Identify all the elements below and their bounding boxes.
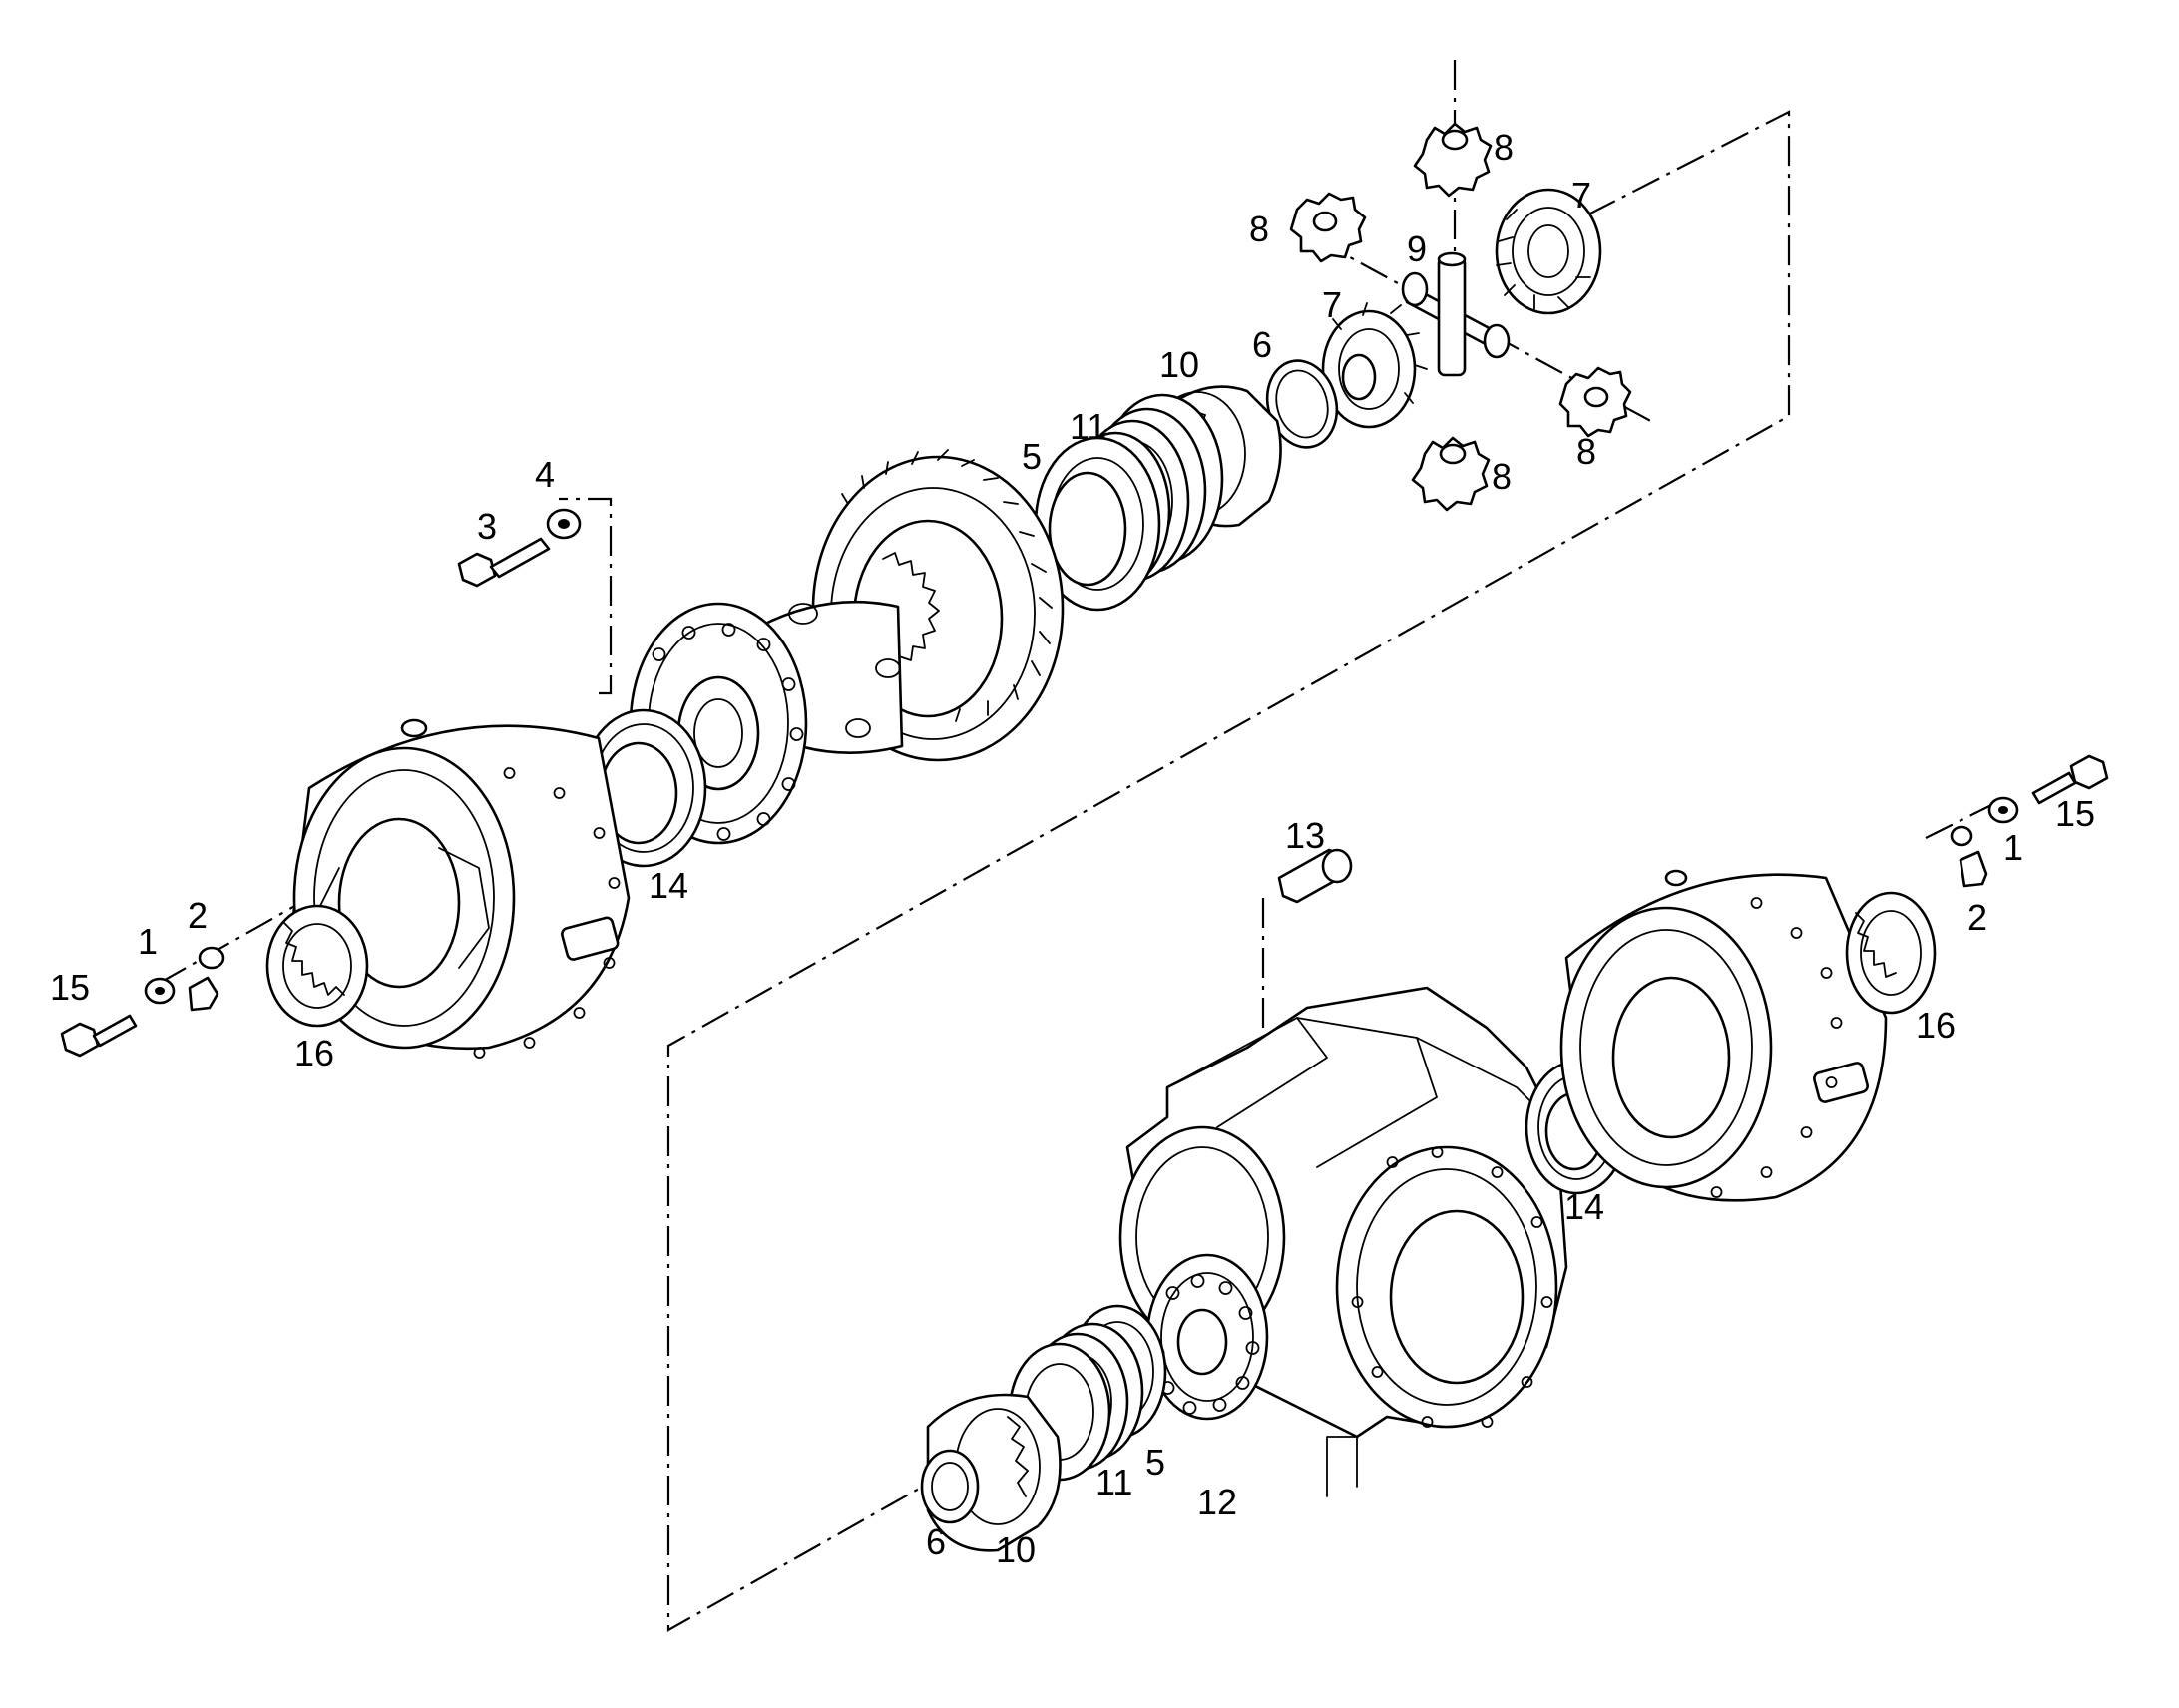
adjusting-nut-left [265,904,369,1028]
lock-plate-2-right [1950,825,1988,888]
pinion-right [1558,366,1632,438]
pinion-bottom [1411,436,1491,512]
label-5-top: 5 [1022,436,1042,477]
label-10-top: 10 [1159,344,1199,385]
side-gear-upper [1495,188,1602,315]
bolt-15-right [2031,754,2109,805]
label-14-top: 14 [649,865,688,906]
label-7-lower: 7 [1322,284,1342,325]
washer-1-right [1987,796,2019,824]
label-15-right: 15 [2055,793,2095,834]
label-1-left: 1 [138,921,158,962]
pinion-left [1289,192,1367,263]
label-15-left: 15 [50,967,90,1008]
label-1-right: 1 [2003,827,2023,868]
thrust-ring-top [1034,436,1161,612]
bolt-15-left [60,1014,138,1058]
washer-4 [546,508,582,540]
spider-assembly [1289,122,1632,512]
bolt-13 [1277,848,1353,904]
label-6-bottom: 6 [926,1521,946,1562]
housing-left [287,718,631,1059]
label-11-bottom: 11 [1095,1462,1132,1502]
diff-carrier-12 [1145,1253,1269,1421]
bolt-4-leader [559,497,613,695]
label-9: 9 [1407,228,1427,269]
callouts: 8 8 8 8 7 7 9 6 10 11 5 4 3 14 15 1 2 16… [50,127,2095,1570]
lock-plate-2-left [188,946,225,1012]
label-10-bottom: 10 [996,1529,1036,1570]
adjusting-nut-right [1845,891,1937,1015]
label-16-right: 16 [1916,1005,1956,1046]
label-14-bottom: 14 [1564,1186,1604,1227]
label-2-right: 2 [1967,897,1987,938]
label-12: 12 [1197,1482,1237,1522]
housing-right [1559,869,1888,1202]
label-13: 13 [1285,815,1325,856]
label-8-top: 8 [1494,127,1514,168]
label-11-top: 11 [1070,406,1106,447]
label-2-left: 2 [188,895,208,936]
centre-housing [1118,986,1568,1497]
pinion-top [1413,122,1493,198]
spider-cross [1401,251,1511,377]
label-3: 3 [477,506,497,547]
label-8-right: 8 [1576,431,1596,472]
label-4: 4 [535,454,555,495]
label-7-upper: 7 [1571,175,1591,215]
bolt-3 [457,537,551,588]
side-gear-lower [1321,302,1428,429]
label-5-bottom: 5 [1145,1442,1165,1483]
label-8-bottom: 8 [1492,456,1512,497]
upper-frame-line [666,110,1791,1632]
label-16-left: 16 [294,1033,334,1073]
washer-1-left [144,977,176,1005]
label-8-left: 8 [1249,209,1269,249]
label-6-top: 6 [1252,324,1272,365]
thrust-washer-bottom [920,1449,980,1524]
